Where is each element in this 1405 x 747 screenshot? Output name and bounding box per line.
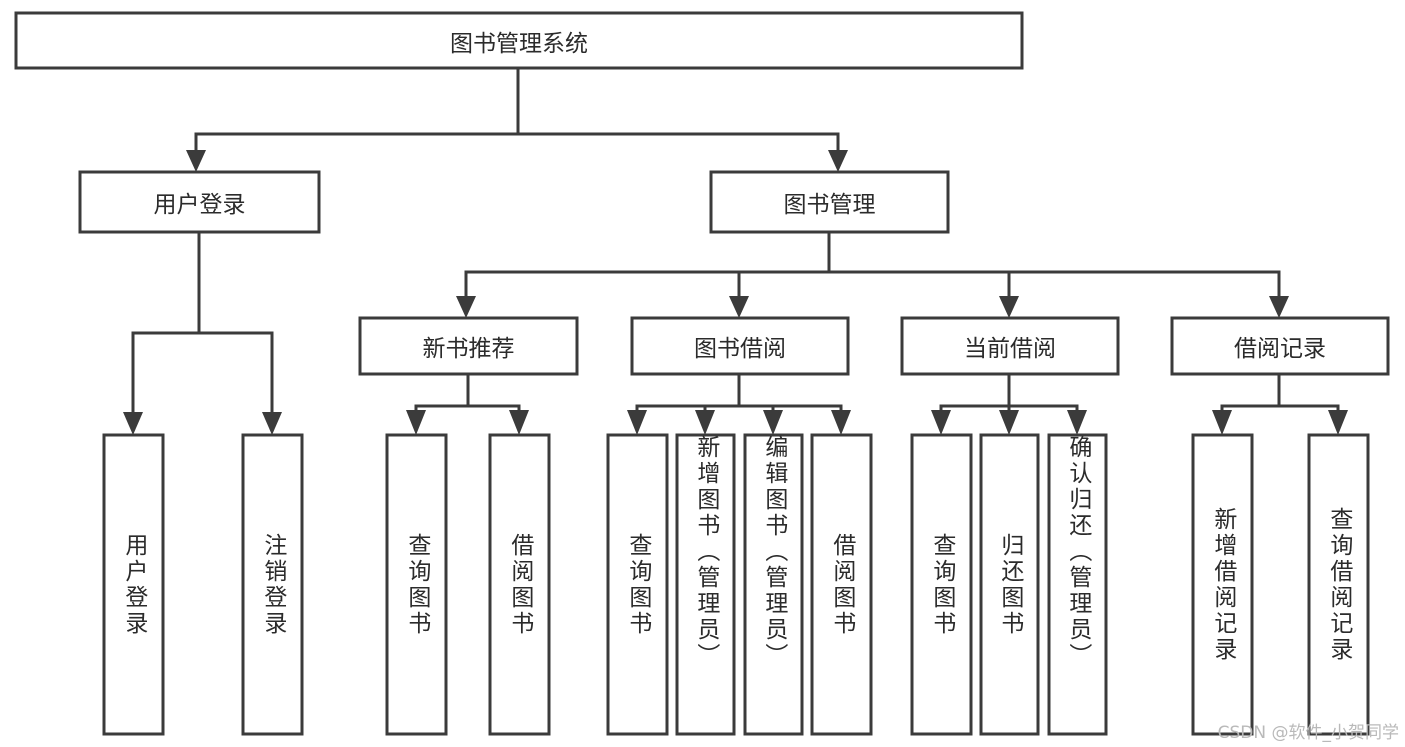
leaf-new-book-1[interactable] (488, 433, 551, 736)
leaf-new-book-0[interactable] (385, 433, 448, 736)
arrowhead-leaf-book-borrow-0 (627, 410, 647, 435)
connector-layer (123, 66, 1348, 435)
leaf-current-borrow-2[interactable] (1047, 433, 1108, 736)
arrowhead-leaf-book-borrow-1 (695, 410, 715, 435)
arrowhead-leaf-user-login-0 (123, 412, 143, 435)
arrowhead-leaf-new-book-1 (509, 410, 529, 435)
leaf-user-login-0[interactable] (102, 433, 165, 736)
arrowhead-new-book (456, 296, 476, 318)
node-book-manage[interactable] (709, 170, 950, 234)
arrowhead-leaf-new-book-0 (406, 410, 426, 435)
node-user-login[interactable] (78, 170, 321, 234)
arrowhead-borrow-records (1269, 296, 1289, 318)
arrowhead-current-borrow (999, 296, 1019, 318)
leaf-book-borrow-1[interactable] (675, 433, 736, 736)
arrowhead-leaf-current-borrow-0 (931, 410, 951, 435)
node-new-book-recommend[interactable] (358, 316, 579, 376)
leaf-current-borrow-0[interactable] (910, 433, 973, 736)
arrowhead-user-login (186, 150, 206, 172)
node-borrow-records[interactable] (1170, 316, 1390, 376)
node-current-borrow[interactable] (900, 316, 1120, 376)
arrowhead-leaf-borrow-records-1 (1328, 410, 1348, 435)
arrowhead-leaf-user-login-1 (262, 412, 282, 435)
arrowhead-leaf-current-borrow-1 (999, 410, 1019, 435)
arrowhead-leaf-borrow-records-0 (1212, 410, 1232, 435)
arrowhead-book-borrow (729, 296, 749, 318)
leaf-book-borrow-0[interactable] (606, 433, 669, 736)
leaf-book-borrow-2[interactable] (743, 433, 804, 736)
arrowhead-leaf-current-borrow-2 (1067, 410, 1087, 435)
arrowhead-leaf-book-borrow-3 (831, 410, 851, 435)
node-root[interactable] (14, 11, 1024, 70)
leaf-borrow-records-1[interactable] (1307, 433, 1370, 736)
node-book-borrow[interactable] (630, 316, 850, 376)
watermark-text: CSDN @软件_小贺同学 (1217, 723, 1399, 743)
leaf-book-borrow-3[interactable] (810, 433, 873, 736)
node-box-layer (14, 11, 1390, 736)
arrowhead-leaf-book-borrow-2 (763, 410, 783, 435)
arrowhead-book-manage (828, 150, 848, 172)
leaf-borrow-records-0[interactable] (1191, 433, 1254, 736)
leaf-user-login-1[interactable] (241, 433, 304, 736)
leaf-current-borrow-1[interactable] (979, 433, 1040, 736)
